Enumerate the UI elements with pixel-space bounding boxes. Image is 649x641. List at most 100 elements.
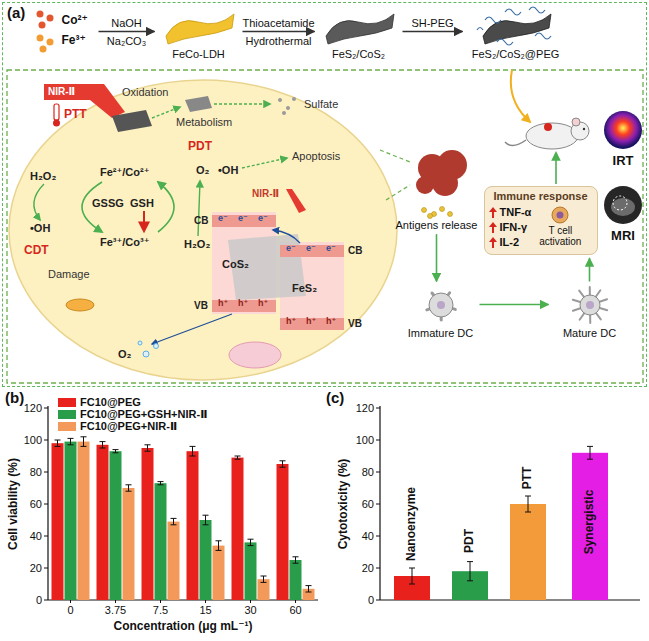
error-bar — [525, 496, 531, 497]
tumor — [432, 170, 458, 196]
mri-image — [613, 196, 627, 210]
band-label: VB — [194, 300, 208, 311]
tick-label: 60 — [30, 498, 42, 510]
dc-image — [405, 285, 477, 325]
irt-image — [604, 111, 642, 149]
path-shape — [535, 33, 551, 39]
dendritic-cell: Mature DC — [552, 285, 628, 340]
mri-image — [604, 186, 642, 224]
mitochondrion — [66, 299, 94, 311]
error-bar — [306, 592, 312, 593]
image-label: MRI — [611, 229, 635, 243]
axis-line — [379, 406, 380, 600]
circle-shape — [437, 301, 445, 309]
gsh-arrow — [143, 211, 145, 231]
image-label: IRT — [613, 154, 634, 168]
error-bar — [171, 518, 177, 519]
bar — [277, 464, 289, 600]
species-label: GSH — [130, 197, 154, 209]
circle-shape — [421, 207, 426, 212]
tick-label: 0 — [36, 594, 42, 606]
error-bar — [203, 524, 209, 525]
tick — [44, 536, 48, 537]
edge-label: Thioacetamide — [242, 17, 314, 29]
band-diagram — [273, 230, 300, 243]
error-bar — [81, 446, 87, 447]
bar — [187, 451, 199, 600]
error-bar — [205, 515, 206, 525]
node-text: Mature DC — [552, 327, 628, 340]
mouse — [544, 123, 552, 131]
mouse — [583, 128, 585, 130]
error-bar — [218, 541, 219, 551]
mri-image — [604, 186, 642, 224]
legend-swatch — [58, 398, 76, 407]
error-bar — [145, 451, 151, 452]
error-bar — [308, 586, 309, 592]
legend-text: FC10@PEG+NIR-Ⅱ — [80, 420, 177, 432]
bar — [510, 504, 546, 600]
oxygen-bubbles — [154, 344, 159, 349]
tick — [376, 408, 380, 409]
dc-image — [552, 285, 628, 325]
band-label: CB — [348, 245, 362, 256]
tick-label: 100 — [356, 434, 374, 446]
error-bar — [293, 563, 299, 564]
circle-shape — [38, 21, 45, 28]
error-bar — [590, 446, 591, 459]
bar — [155, 483, 167, 600]
error-bar — [261, 576, 267, 577]
tick-label: 80 — [30, 466, 42, 478]
condition-label: Na₂CO₃ — [107, 35, 146, 47]
species-label: O₂ — [196, 164, 209, 176]
tick — [376, 440, 380, 441]
error-bar — [126, 484, 132, 485]
electron-label: e⁻ — [258, 214, 268, 224]
node-text: FeS₂/CoS₂@PEG — [466, 48, 566, 61]
species-label: H₂O₂ — [184, 238, 210, 250]
error-bar — [173, 518, 174, 524]
legend-swatch — [58, 422, 76, 431]
up-arrow — [489, 222, 497, 233]
path-shape — [505, 9, 521, 15]
tick-label: 40 — [362, 530, 374, 542]
therapy-label: CDT — [24, 244, 49, 257]
legend-text: FC10@PEG+GSH+NIR-Ⅱ — [80, 408, 207, 420]
tick — [44, 568, 48, 569]
error-bar — [171, 524, 177, 525]
axis-line — [47, 406, 48, 600]
connector — [243, 31, 315, 33]
sulfate-dots — [292, 97, 296, 101]
hole-label: h⁺ — [326, 317, 336, 327]
path-shape — [326, 14, 394, 44]
hole-label: h⁺ — [286, 317, 296, 327]
nanosheet-image — [466, 6, 566, 46]
beam-label: NIR-Ⅱ — [48, 86, 75, 97]
bar — [290, 560, 302, 600]
bar — [258, 579, 270, 600]
legend-row: FC10@PEG+NIR-Ⅱ — [58, 420, 207, 432]
circle-shape — [36, 10, 43, 17]
tick-label: 60 — [289, 604, 301, 616]
tick-label: 15 — [199, 604, 211, 616]
tick — [376, 536, 380, 537]
error-bar — [470, 562, 471, 581]
circle-shape — [36, 34, 43, 41]
band-diagram — [212, 300, 276, 312]
process-label: Oxidation — [122, 86, 168, 98]
tick — [376, 472, 380, 473]
connector — [436, 234, 438, 281]
fenton-arrow — [34, 184, 44, 220]
error-bar — [128, 485, 129, 491]
bar — [245, 542, 257, 600]
thermometer — [53, 120, 60, 127]
cytokine-line: IFN-γ — [489, 220, 532, 235]
beam-label: NIR-Ⅱ — [252, 188, 279, 199]
tumor — [416, 176, 434, 194]
antigen-box: Antigens release — [394, 205, 480, 232]
circle-shape — [447, 211, 452, 216]
condition-label: Hydrothermal — [245, 35, 311, 47]
tumor — [416, 150, 467, 196]
